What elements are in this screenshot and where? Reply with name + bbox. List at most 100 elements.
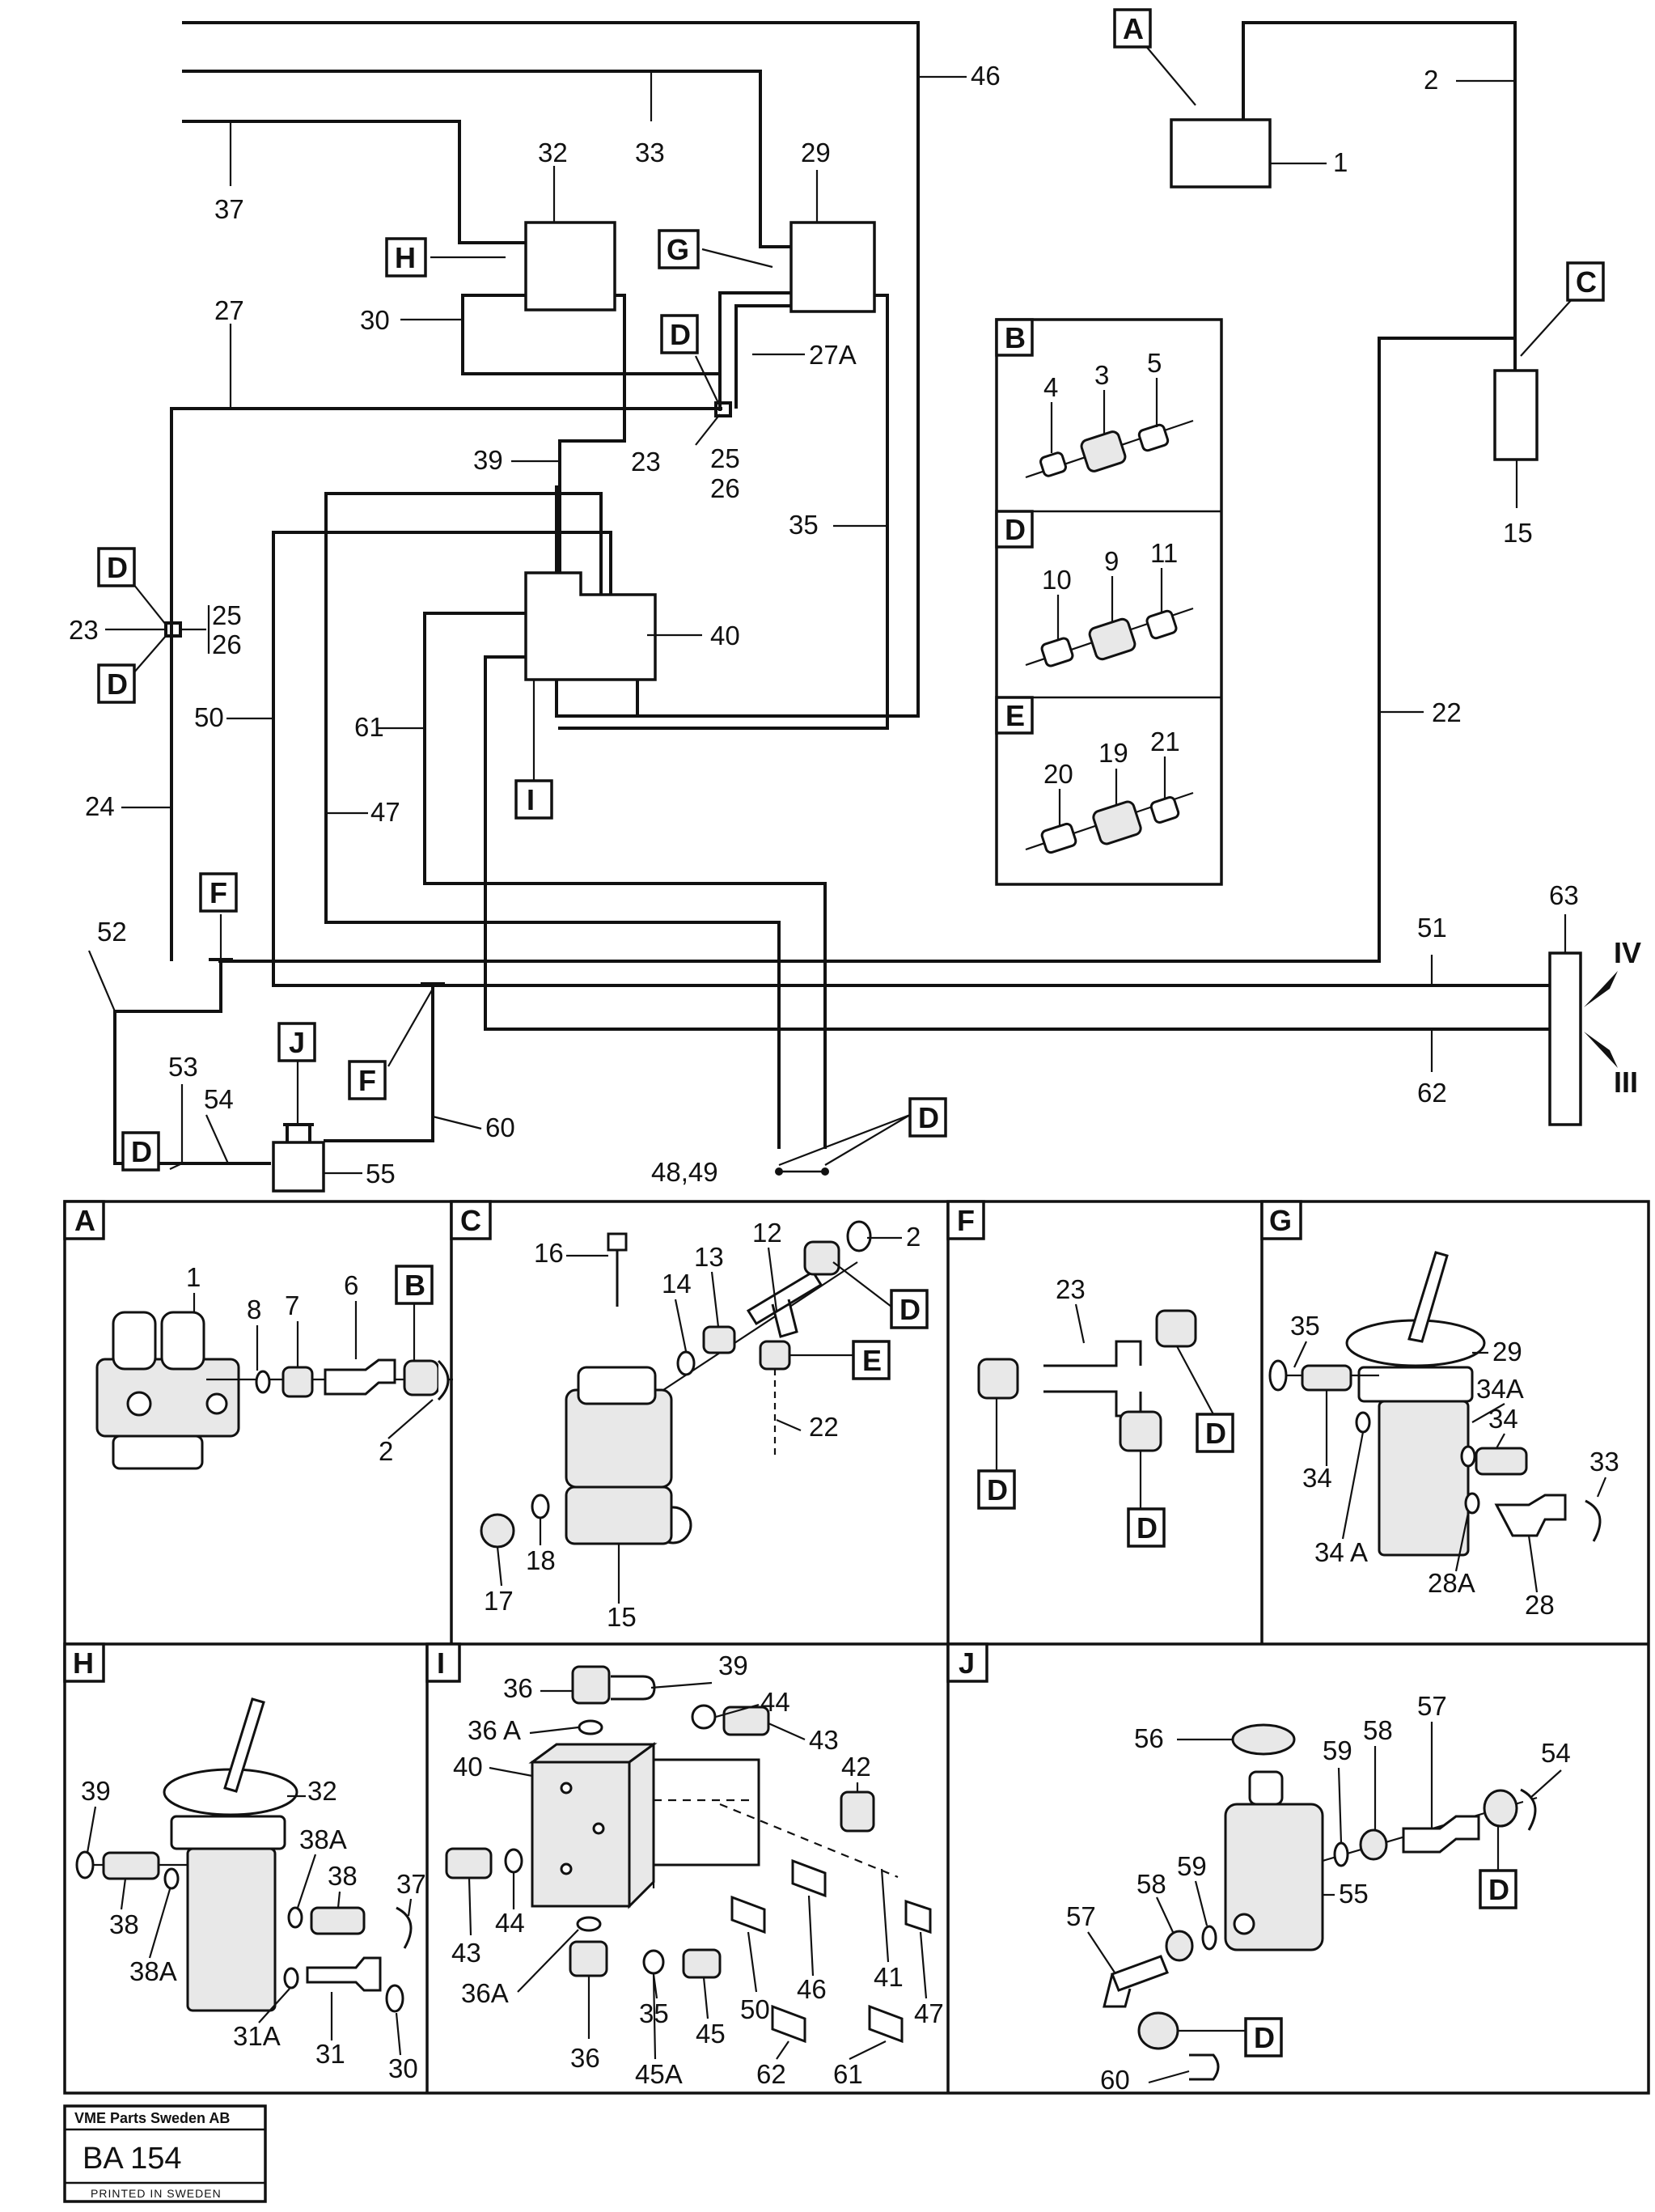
panel-i-label-61: 61 — [833, 2059, 863, 2089]
valve-29-lever — [1407, 1251, 1449, 1343]
nut-panel-c-d — [803, 1240, 840, 1276]
panel-f-leaders — [995, 1303, 1214, 1509]
detail-panel-c: C 16 14 13 12 2 22 17 18 15 D E — [450, 1200, 929, 1632]
nut-58-left — [1165, 1930, 1194, 1962]
inset-tag-b-box — [995, 318, 1034, 357]
panel-a-label-8: 8 — [247, 1295, 261, 1324]
washer-36a-bottom — [576, 1916, 602, 1932]
callout-46: 46 — [971, 61, 1001, 91]
panel-i-tag: I — [437, 1646, 445, 1680]
inset-frame — [995, 318, 1223, 886]
leader-tag-g — [701, 248, 773, 269]
callout-55: 55 — [366, 1159, 396, 1189]
washer-34a-right — [1460, 1445, 1476, 1468]
callout-30: 30 — [360, 305, 390, 335]
inset-b-part-5: 5 — [1147, 348, 1162, 378]
fitting-43-top — [722, 1706, 770, 1736]
panel-g-label-35: 35 — [1290, 1311, 1320, 1341]
valve-1-dome-left — [112, 1311, 157, 1371]
panel-g-label-29: 29 — [1492, 1337, 1522, 1367]
panel-h-label-31: 31 — [315, 2039, 345, 2069]
tag-f1: F — [210, 876, 227, 909]
panel-a-tag: A — [74, 1204, 95, 1237]
panel-g-leaders — [1293, 1341, 1607, 1593]
tee-23 — [1043, 1340, 1142, 1417]
valve-1-port-left — [126, 1391, 152, 1417]
panel-f-tag-box — [946, 1200, 985, 1240]
panel-i-label-41: 41 — [874, 1962, 904, 1992]
title-block-printed: PRINTED IN SWEDEN — [91, 2187, 222, 2200]
fitting-38-left — [102, 1851, 160, 1880]
panel-i-label-47: 47 — [914, 1998, 944, 2028]
panel-j-ref-d-left-box — [1244, 2017, 1283, 2057]
leader-23a — [695, 413, 721, 446]
panel-g-label-33: 33 — [1589, 1447, 1619, 1477]
elbow-57-left — [1103, 1955, 1169, 2008]
panel-i-label-45a: 45A — [635, 2059, 683, 2089]
callout-25-upper: 25 — [710, 443, 740, 473]
detail-panel-h: H 39 32 38A 38 37 38 38A 31A 31 30 — [63, 1642, 426, 2083]
panel-c-tag: C — [460, 1204, 481, 1237]
tag-d2: D — [107, 551, 128, 584]
panel-i-label-36a-top: 36 A — [468, 1715, 521, 1745]
nut-panel-c-e — [759, 1340, 791, 1371]
leader-tag-f2 — [387, 988, 434, 1067]
washer-36a-top — [578, 1719, 603, 1735]
panel-a-label-7: 7 — [285, 1290, 299, 1320]
inset-e-part-21: 21 — [1150, 727, 1180, 756]
hose-46-piece — [791, 1858, 827, 1898]
panel-g-label-28: 28 — [1525, 1590, 1555, 1620]
panel-i-label-36-bottom: 36 — [570, 2043, 600, 2073]
panel-j-label-57-left: 57 — [1066, 1901, 1096, 1931]
title-block-company: VME Parts Sweden AB — [74, 2110, 230, 2126]
tag-d4-box — [121, 1131, 160, 1172]
fitting-b-nipple — [1137, 423, 1170, 452]
fitting-43-left — [445, 1847, 493, 1879]
panel-c-label-15: 15 — [607, 1602, 637, 1632]
bolt-16 — [607, 1232, 628, 1307]
washer-59-left — [1201, 1925, 1217, 1951]
nut-13 — [702, 1325, 736, 1354]
hose-50 — [272, 963, 1569, 987]
callout-51: 51 — [1417, 913, 1447, 943]
callout-32: 32 — [538, 138, 568, 167]
hose-62 — [484, 655, 1569, 1031]
panel-i-label-36-top: 36 — [503, 1673, 533, 1703]
detail-panel-f: F 23 D D D — [946, 1200, 1234, 1548]
hose-2-end-a — [437, 1359, 450, 1401]
panel-j-label-58-left: 58 — [1136, 1869, 1166, 1899]
tag-h: H — [395, 241, 416, 274]
tag-j-box — [277, 1022, 316, 1062]
hose-35 — [558, 294, 889, 730]
hose-47-piece — [904, 1899, 932, 1934]
hose-27a — [718, 291, 791, 411]
knob-17 — [480, 1513, 515, 1549]
elbow-36-bottom — [569, 1940, 608, 1977]
outlet-iv-label: IV — [1614, 936, 1641, 969]
panel-i-label-36a-bottom: 36A — [461, 1978, 509, 2008]
nut-f-left — [977, 1358, 1019, 1400]
callout-2: 2 — [1424, 65, 1438, 95]
panel-i-label-46: 46 — [797, 1974, 827, 2004]
hose-28 — [734, 304, 791, 409]
title-block: VME Parts Sweden AB BA 154 PRINTED IN SW… — [63, 2104, 267, 2203]
hose-61-piece — [868, 2004, 904, 2044]
hose-61 — [423, 612, 827, 1149]
outlet-iii-label: III — [1614, 1066, 1638, 1099]
detail-panel-g: G 35 29 34A 34 33 34 34 A 28A 28 — [1260, 1200, 1619, 1620]
inset-b-leaders — [1050, 378, 1158, 453]
panel-j-ref-d-right: D — [1488, 1873, 1509, 1906]
hose-60-end — [1189, 2053, 1220, 2081]
hose-62-piece — [771, 2004, 806, 2044]
callout-54: 54 — [204, 1084, 234, 1114]
nut-58-right — [1359, 1829, 1388, 1861]
panel-f-tag: F — [957, 1204, 975, 1237]
callout-48-49: 48,49 — [651, 1157, 718, 1187]
valve-1-port-right — [205, 1392, 228, 1415]
panel-j-ref-d-right-box — [1479, 1869, 1517, 1909]
callout-52: 52 — [97, 917, 127, 947]
callout-62: 62 — [1417, 1078, 1447, 1108]
callout-22: 22 — [1432, 697, 1462, 727]
panel-c-label-18: 18 — [526, 1545, 556, 1575]
inset-d-part-11: 11 — [1150, 538, 1178, 568]
